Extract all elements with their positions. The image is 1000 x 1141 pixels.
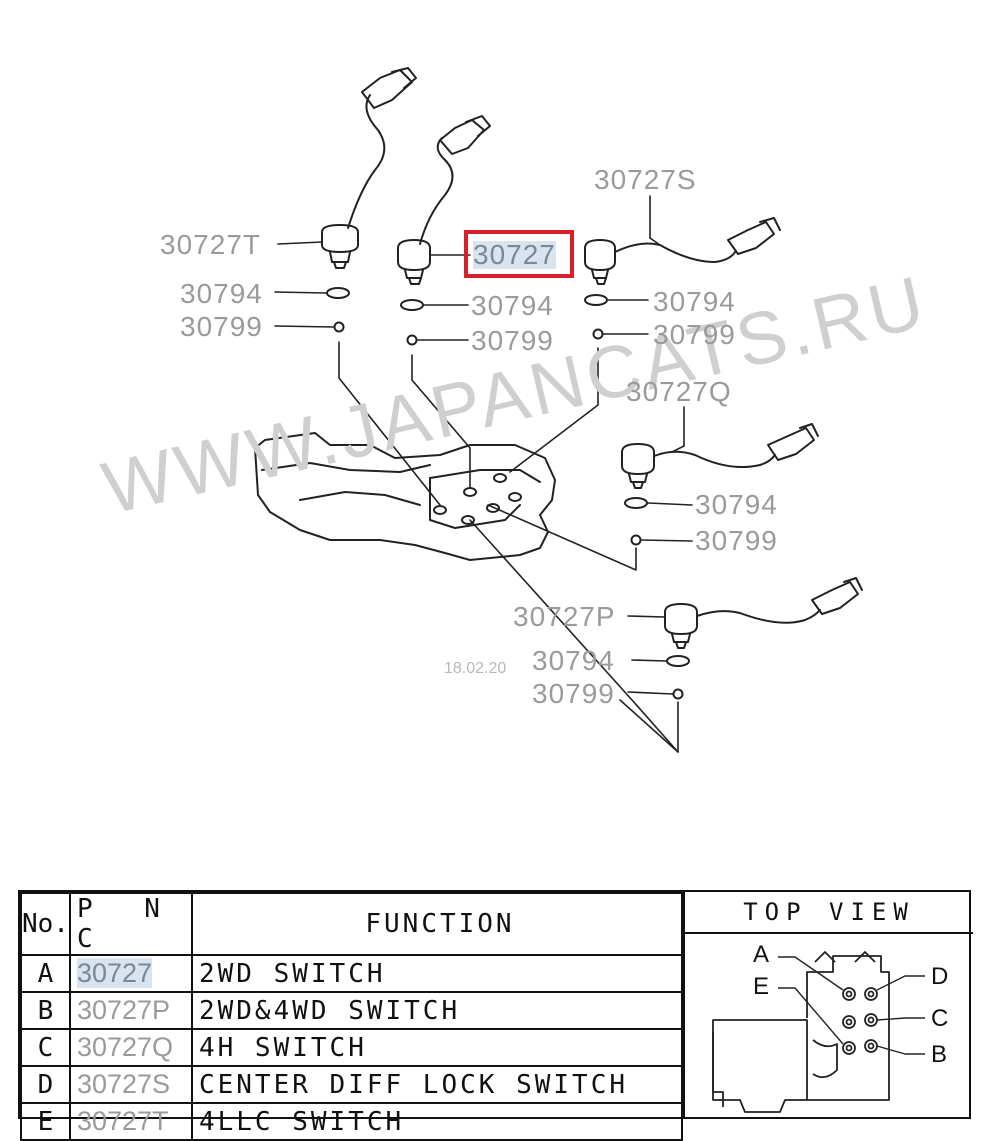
washer-3 [584, 294, 608, 306]
callout-30794[interactable]: 30794 [695, 489, 778, 520]
transfer-case-plate [254, 432, 556, 561]
legend-panel: No. P N C FUNCTION A 30727 2WD SWITCH B … [18, 890, 973, 1141]
washer-4 [624, 497, 648, 509]
row-no: E [20, 1102, 71, 1141]
pnc-link[interactable]: 30727S [76, 1069, 171, 1099]
selected-part-highlight [464, 230, 574, 278]
row-function: 4H SWITCH [190, 1028, 684, 1067]
callout-30799[interactable]: 30799 [653, 319, 736, 350]
ball-4 [630, 534, 642, 546]
washer-1 [326, 287, 350, 299]
pnc-link[interactable]: 30727P [76, 995, 171, 1025]
callout-30727[interactable]: 30727 [473, 239, 556, 270]
top-view-label-c: C [931, 1005, 948, 1032]
row-function: CENTER DIFF LOCK SWITCH [190, 1065, 684, 1104]
top-view-label-e: E [753, 973, 769, 1000]
callout-30799[interactable]: 30799 [471, 325, 554, 356]
sensor-30727P [664, 577, 863, 649]
row-no: C [20, 1028, 71, 1067]
row-no: A [20, 954, 71, 993]
sensor-30727 [397, 115, 491, 285]
pnc-link[interactable]: 30727Q [76, 1032, 174, 1062]
row-function: 4LLC SWITCH [190, 1102, 684, 1141]
callout-30799[interactable]: 30799 [180, 311, 263, 342]
row-function: 2WD&4WD SWITCH [190, 991, 684, 1030]
top-view-title: TOP VIEW [685, 892, 973, 934]
leader-lines [274, 195, 693, 753]
table-row: A 30727 2WD SWITCH [20, 954, 684, 993]
callout-30794[interactable]: 30794 [532, 645, 615, 676]
ball-1 [333, 321, 345, 333]
header-function: FUNCTION [190, 892, 684, 956]
table-header-row: No. P N C FUNCTION [20, 892, 684, 956]
ball-2 [406, 334, 418, 346]
sensor-30727T [321, 67, 417, 269]
table-row: B 30727P 2WD&4WD SWITCH [20, 991, 684, 1030]
row-function: 2WD SWITCH [190, 954, 684, 993]
pnc-link[interactable]: 30727T [76, 1106, 169, 1136]
pnc-link[interactable]: 30727 [76, 958, 153, 988]
washer-2 [400, 299, 424, 311]
callout-30794[interactable]: 30794 [180, 278, 263, 309]
ball-5 [672, 688, 684, 700]
top-view-panel: TOP VIEW A E D C [683, 892, 973, 1117]
callout-30799[interactable]: 30799 [532, 678, 615, 709]
ball-3 [592, 328, 604, 340]
table-row: E 30727T 4LLC SWITCH [20, 1102, 684, 1141]
callout-30794[interactable]: 30794 [653, 286, 736, 317]
callout-30727P[interactable]: 30727P [513, 601, 616, 632]
row-no: B [20, 991, 71, 1030]
row-no: D [20, 1065, 71, 1104]
function-table: No. P N C FUNCTION A 30727 2WD SWITCH B … [20, 892, 684, 1141]
callout-30727S[interactable]: 30727S [594, 164, 697, 195]
table-row: C 30727Q 4H SWITCH [20, 1028, 684, 1067]
header-no: No. [20, 892, 71, 956]
top-view-label-a: A [753, 941, 769, 968]
washer-5 [666, 655, 690, 667]
date-stamp: 18.02.20 [444, 660, 507, 677]
exploded-parts-diagram [254, 67, 863, 753]
header-pnc: P N C [68, 892, 193, 956]
callout-30727Q[interactable]: 30727Q [626, 376, 732, 407]
top-view-diagram: A E D C B [712, 941, 948, 1113]
sensor-30727Q [621, 423, 819, 489]
top-view-label-d: D [931, 963, 948, 990]
top-view-label-b: B [931, 1041, 947, 1068]
sensor-30727S [584, 217, 781, 285]
callout-30799[interactable]: 30799 [695, 525, 778, 556]
table-row: D 30727S CENTER DIFF LOCK SWITCH [20, 1065, 684, 1104]
callout-30727T[interactable]: 30727T [160, 229, 261, 260]
callout-30794[interactable]: 30794 [471, 290, 554, 321]
